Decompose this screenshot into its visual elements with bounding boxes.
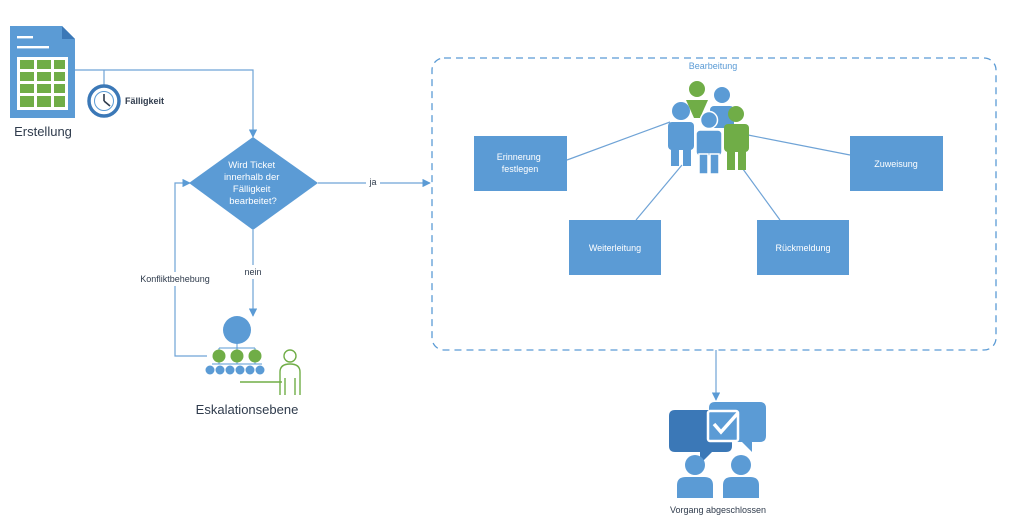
yes-label: ja [368, 177, 376, 187]
svg-text:Erinnerung festlegen: Erinnerung festlegen [497, 152, 544, 174]
forwarding-box: Weiterleitung [569, 220, 661, 275]
connectors [75, 69, 851, 401]
reminder-box: Erinnerung festlegen [474, 136, 567, 191]
assignment-box: Zuweisung [850, 136, 943, 191]
decision-line-4: bearbeitet? [229, 196, 277, 207]
org-chart-icon [205, 316, 265, 375]
creation-label: Erstellung [14, 124, 72, 139]
connector-team-feedback [739, 164, 781, 221]
feedback-box: Rückmeldung [757, 220, 849, 275]
decision-line-2: innerhalb der [224, 172, 279, 183]
chat-checkmark-people-icon [669, 402, 766, 498]
decision-diamond [189, 137, 318, 230]
no-label: nein [244, 267, 261, 277]
spreadsheet-document-icon [10, 26, 75, 118]
assignment-label: Zuweisung [874, 159, 918, 169]
decision-line-1: Wird Ticket [228, 160, 275, 171]
processing-container [431, 57, 997, 351]
reminder-line-2: festlegen [502, 164, 539, 174]
connector-team-assignment [747, 134, 851, 156]
person-outline-icon [240, 349, 301, 395]
connector-team-reminder [566, 121, 671, 161]
reminder-line-1: Erinnerung [497, 152, 541, 162]
completed-label: Vorgang abgeschlossen [670, 505, 766, 515]
decision-line-3: Fälligkeit [233, 184, 271, 195]
escalation-label: Eskalationsebene [196, 402, 299, 417]
connector-team-forwarding [635, 164, 683, 221]
decision-question: Wird Ticket innerhalb der Fälligkeit bea… [224, 160, 282, 207]
clock-icon [87, 84, 121, 118]
connector-conflict [174, 178, 207, 357]
due-label: Fälligkeit [125, 96, 164, 106]
processing-title: Bearbeitung [689, 61, 738, 71]
team-people-icon [668, 81, 749, 175]
connector-creation-to-decision [75, 69, 258, 138]
forwarding-label: Weiterleitung [589, 243, 641, 253]
conflict-label: Konfliktbehebung [140, 274, 210, 284]
feedback-label: Rückmeldung [775, 243, 830, 253]
